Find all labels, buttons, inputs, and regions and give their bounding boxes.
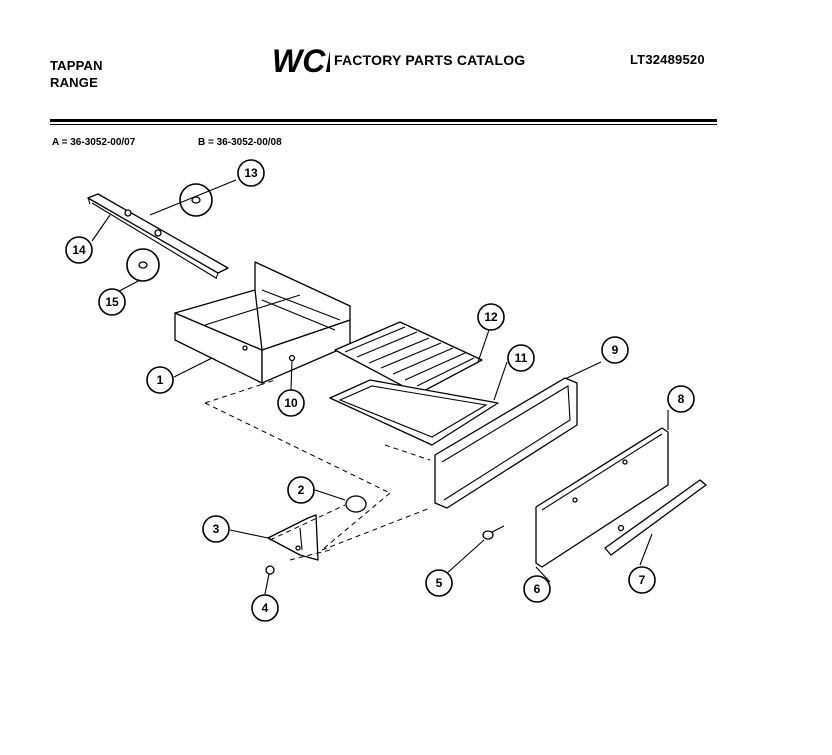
catalog-title: FACTORY PARTS CATALOG	[334, 52, 526, 68]
callout-4: 4	[251, 594, 279, 622]
wci-logo: WCI	[272, 43, 330, 78]
part-14-rail	[87, 193, 229, 280]
part-11-broiler-pan	[329, 379, 499, 446]
part-5-screw	[482, 525, 505, 540]
svg-text:1: 1	[157, 373, 164, 387]
svg-text:9: 9	[612, 343, 619, 357]
callout-1: 1	[146, 366, 174, 394]
callout-14: 14	[65, 236, 93, 264]
part-9-drawer-front	[434, 377, 578, 509]
callout-5: 5	[425, 569, 453, 597]
callout-10: 10	[277, 389, 305, 417]
callout-leader-lines	[91, 179, 669, 595]
callout-3: 3	[202, 515, 230, 543]
variant-b-label: B = 36-3052-00/08	[198, 137, 282, 148]
svg-text:14: 14	[72, 243, 86, 257]
svg-text:3: 3	[213, 522, 220, 536]
part-2-roller	[345, 495, 367, 513]
assembly-dashed-lines	[204, 379, 431, 561]
logo-text: WCI	[272, 43, 330, 78]
callout-12: 12	[477, 303, 505, 331]
callout-9: 9	[601, 336, 629, 364]
part-15-screw-icon	[126, 248, 160, 282]
part-7-trim-strip	[604, 479, 707, 556]
svg-text:8: 8	[678, 392, 685, 406]
svg-text:13: 13	[244, 166, 258, 180]
svg-text:5: 5	[436, 576, 443, 590]
svg-text:4: 4	[262, 601, 269, 615]
header-rule-thin	[50, 124, 717, 125]
callout-11: 11	[507, 344, 535, 372]
callout-6: 6	[523, 575, 551, 603]
part-8-panel	[535, 427, 669, 568]
svg-text:11: 11	[515, 351, 528, 365]
product-label: RANGE	[50, 75, 98, 90]
svg-text:7: 7	[639, 573, 646, 587]
part-4-nut	[265, 565, 275, 575]
part-13-screw-icon	[179, 183, 213, 217]
callout-15: 15	[98, 288, 126, 316]
brand-label: TAPPAN	[50, 58, 103, 73]
svg-text:2: 2	[298, 483, 305, 497]
callout-2: 2	[287, 476, 315, 504]
svg-text:12: 12	[484, 310, 498, 324]
callout-13: 13	[237, 159, 265, 187]
callout-7: 7	[628, 566, 656, 594]
header-rule-thick	[50, 119, 717, 122]
svg-text:15: 15	[105, 295, 119, 309]
part-1-drawer-body	[174, 261, 351, 384]
model-number: LT32489520	[630, 52, 705, 67]
variant-a-label: A = 36-3052-00/07	[52, 137, 136, 148]
part-12-broiler-grid	[334, 321, 483, 395]
svg-text:6: 6	[534, 582, 541, 596]
part-3-bracket	[267, 514, 319, 561]
svg-text:10: 10	[284, 396, 298, 410]
callout-8: 8	[667, 385, 695, 413]
